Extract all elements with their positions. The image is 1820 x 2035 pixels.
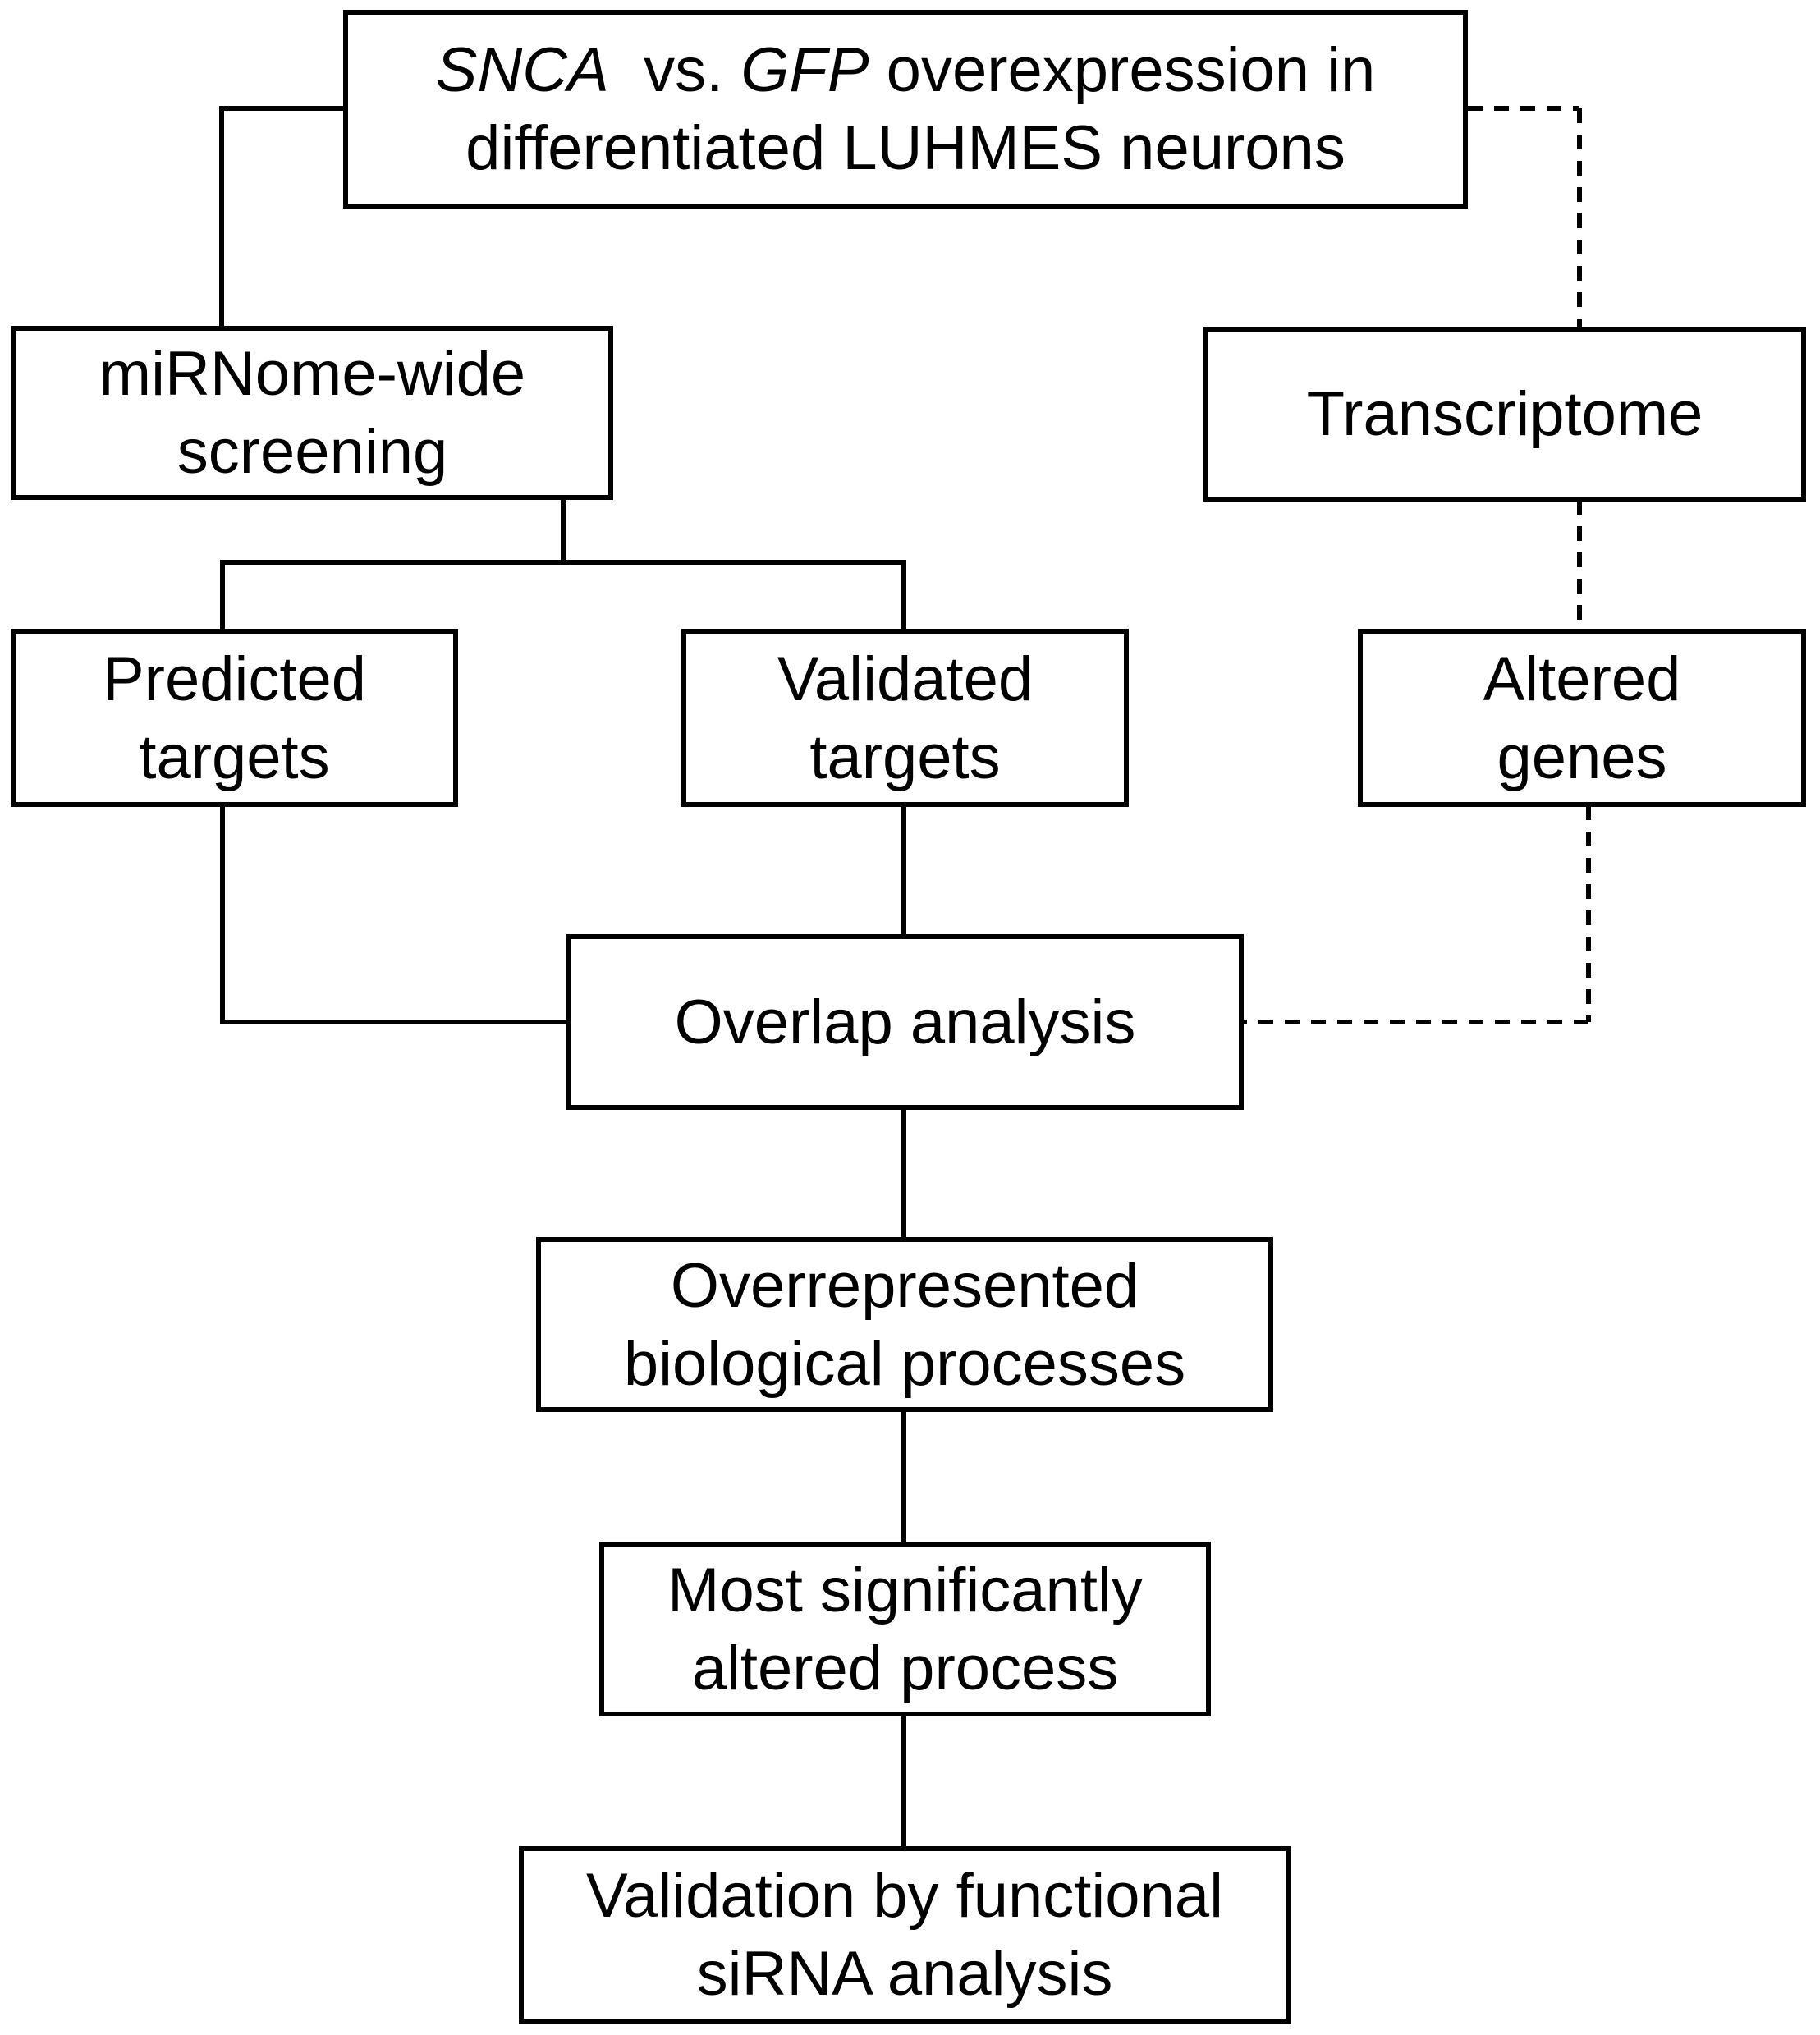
box-validated-line1: Validated	[777, 644, 1034, 714]
box-mirnome-screening: miRNome-wide screening	[11, 326, 613, 500]
box-overexpression: SNCA vs. GFP overexpression in different…	[343, 10, 1468, 209]
box-overrep-line2: biological processes	[623, 1328, 1186, 1399]
box-most-line1: Most significantly	[667, 1555, 1143, 1625]
box-most-significant-process: Most significantly altered process	[599, 1542, 1211, 1716]
box-transcriptome-label: Transcriptome	[1306, 379, 1703, 449]
vs-label: vs.	[644, 35, 724, 105]
box-overlap-analysis: Overlap analysis	[566, 934, 1244, 1110]
box-predicted-targets: Predicted targets	[11, 629, 458, 807]
box-transcriptome: Transcriptome	[1203, 327, 1806, 502]
box-sirna-validation: Validation by functional siRNA analysis	[519, 1846, 1291, 2024]
box-overrep-line1: Overrepresented	[670, 1250, 1139, 1321]
box-overexpression-line1: SNCA vs. GFP overexpression in	[436, 31, 1376, 109]
box-mirnome-line2: screening	[176, 417, 448, 487]
box-validation-line2: siRNA analysis	[696, 1939, 1113, 2009]
box-mirnome-line1: miRNome-wide	[99, 339, 526, 409]
box-altered-genes: Altered genes	[1358, 629, 1806, 807]
box-validated-targets: Validated targets	[681, 629, 1129, 807]
box-most-line2: altered process	[691, 1633, 1119, 1703]
gene-gfp: GFP	[740, 35, 869, 105]
box-overlap-label: Overlap analysis	[674, 987, 1136, 1057]
box-validated-line2: targets	[809, 722, 1001, 792]
box-overexpression-line2: differentiated LUHMES neurons	[465, 113, 1346, 183]
gene-snca: SNCA	[435, 35, 609, 105]
box-overrepresented-processes: Overrepresented biological processes	[536, 1237, 1273, 1412]
box-predicted-line2: targets	[139, 722, 330, 792]
box-altered-line2: genes	[1497, 722, 1667, 792]
overexpression-label: overexpression in	[886, 35, 1376, 105]
box-altered-line1: Altered	[1483, 644, 1681, 714]
box-predicted-line1: Predicted	[102, 644, 367, 714]
box-validation-line1: Validation by functional	[586, 1861, 1223, 1931]
